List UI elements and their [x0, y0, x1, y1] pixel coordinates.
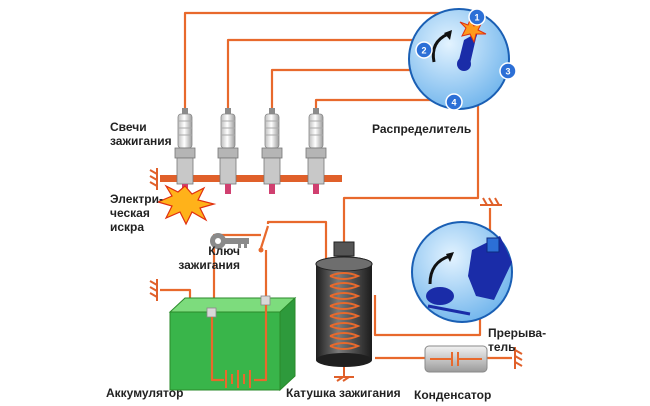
spark-plug-3 — [261, 108, 283, 194]
battery-positive-terminal — [206, 307, 217, 318]
ground-icon — [149, 168, 158, 190]
engine-ground-bar — [149, 168, 342, 190]
key-icon — [210, 233, 249, 249]
rotation-arrow-icon — [431, 32, 449, 63]
label-battery: Аккумулятор — [106, 386, 184, 400]
terminal-4-label: 4 — [451, 98, 456, 108]
ignition-coil — [315, 241, 373, 382]
label-breaker: Прерыва- тель — [488, 326, 547, 354]
battery-cells-icon — [225, 370, 251, 388]
label-distributor: Распределитель — [372, 122, 472, 136]
battery — [149, 279, 297, 392]
spark-plug-1 — [174, 108, 196, 194]
spark-plugs — [156, 108, 327, 226]
spark-plug-2 — [217, 108, 239, 194]
ground-icon — [480, 197, 502, 206]
battery-negative-terminal — [260, 295, 271, 306]
breaker — [411, 197, 513, 323]
label-ignition-key: Ключ зажигания — [178, 244, 240, 272]
condenser — [424, 345, 523, 373]
rotation-arrow-icon — [428, 254, 451, 285]
label-spark: Электри- ческая искра — [110, 192, 163, 234]
terminal-1-label: 1 — [474, 13, 479, 23]
terminal-3-label: 3 — [505, 67, 510, 77]
label-spark-plugs: Свечи зажигания — [110, 120, 172, 148]
terminal-2-label: 2 — [421, 46, 426, 56]
spark-icon — [156, 184, 217, 226]
ground-icon — [334, 367, 354, 382]
label-coil: Катушка зажигания — [286, 386, 401, 400]
ignition-key — [210, 225, 270, 253]
ground-icon — [149, 279, 158, 301]
ground-icon — [514, 347, 523, 369]
label-condenser: Конденсатор — [414, 388, 492, 402]
spark-plug-4 — [305, 108, 327, 194]
distributor-terminals: 1 2 3 4 — [415, 8, 517, 111]
distributor — [408, 8, 510, 110]
